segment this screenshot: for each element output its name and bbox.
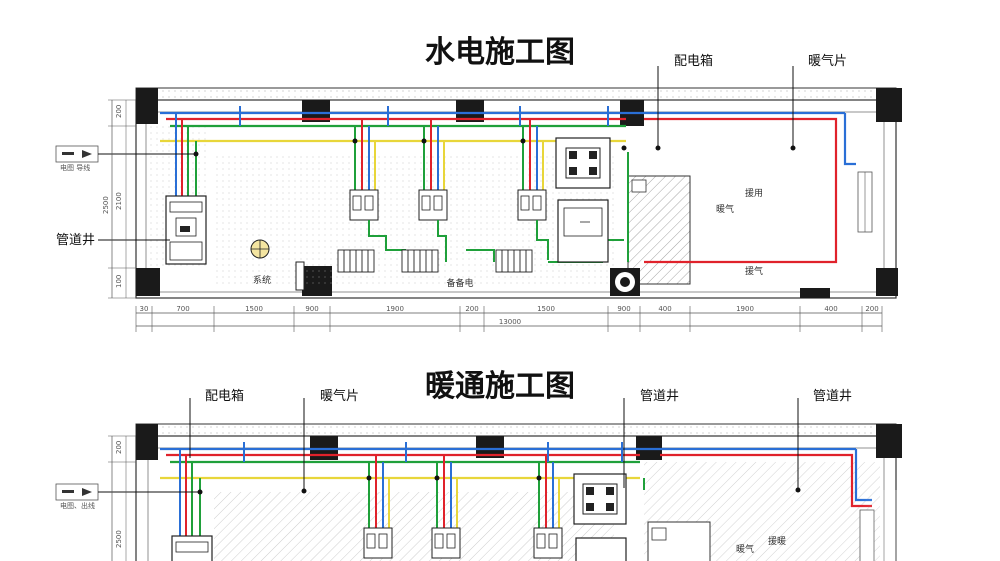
- svg-text:2500: 2500: [115, 530, 123, 548]
- socket-group: [349, 189, 379, 221]
- socket-drops-3: [522, 119, 544, 190]
- socket-drops-1: [354, 119, 376, 190]
- dimension-label: 400: [824, 305, 837, 313]
- pipe-shaft-room: [627, 175, 691, 285]
- top-plan: 水电施工图: [55, 35, 902, 332]
- socket-drops-2: [423, 119, 445, 190]
- heating-loop-red: [644, 117, 838, 264]
- dimension-label: 1900: [386, 305, 404, 313]
- svg-text:管道井: 管道井: [56, 233, 95, 248]
- dimension-label: 1900: [736, 305, 754, 313]
- radiator: [337, 249, 375, 273]
- room-label-heating-2: 援气: [745, 265, 763, 277]
- callout-pipe-shaft-2: 管道井: [797, 389, 852, 490]
- top-column: [302, 100, 330, 122]
- room-label-backup: 备备电: [446, 277, 473, 289]
- legend-box: 电图、出线: [55, 483, 200, 510]
- top-wall-band: [135, 87, 897, 101]
- dimension-label: 400: [658, 305, 671, 313]
- edge-fade: [860, 490, 1000, 561]
- svg-text:2500: 2500: [102, 196, 110, 214]
- socket-drops-2: [436, 455, 458, 528]
- dimension-label: 1500: [537, 305, 555, 313]
- pipe-green: [536, 220, 549, 260]
- svg-text:电图 导线: 电图 导线: [60, 163, 90, 172]
- socket-group: [363, 527, 393, 559]
- room-label-heating-1: 暖气: [716, 203, 734, 215]
- svg-text:暖气片: 暖气片: [808, 53, 847, 69]
- dimension-label: 1500: [245, 305, 263, 313]
- svg-text:200: 200: [115, 105, 123, 118]
- pipe-green: [368, 220, 406, 251]
- dimension-left: 200 2500 2100 100: [102, 99, 136, 299]
- socket-drops-3: [538, 455, 560, 528]
- bottom-plan: 暖通施工图: [55, 369, 1000, 561]
- callout-radiator: 暖气片: [303, 388, 359, 491]
- callout-pipe-shaft: 管道井: [56, 233, 170, 248]
- dimension-label: 30: [140, 305, 149, 313]
- room-label-heating: 暖气: [736, 543, 754, 555]
- socket-group: [431, 527, 461, 559]
- cabinet: [557, 199, 609, 263]
- light-fixture: [250, 239, 270, 259]
- wire-blue-drop: [843, 113, 856, 166]
- svg-text:暖气片: 暖气片: [320, 388, 359, 404]
- callout-pipe-shaft-1: 管道井: [623, 389, 679, 488]
- svg-text:100: 100: [115, 275, 123, 288]
- top-column: [456, 100, 484, 122]
- dimension-label: 700: [176, 305, 189, 313]
- socket-group: [533, 527, 563, 559]
- svg-text:管道井: 管道井: [813, 389, 852, 404]
- bottom-column: [876, 424, 902, 458]
- top-column: [136, 268, 160, 296]
- bottom-column: [476, 436, 504, 458]
- pipe-green: [437, 220, 447, 262]
- callout-distribution-box: 配电箱: [189, 388, 244, 458]
- socket-drops-1: [368, 455, 390, 528]
- pipe-riser: [295, 261, 305, 291]
- exhaust-fan: [610, 268, 640, 296]
- distribution-box: [171, 535, 213, 561]
- svg-text:电图、出线: 电图、出线: [60, 501, 95, 510]
- pipe-green: [466, 249, 495, 262]
- top-column: [876, 88, 902, 122]
- room-label-spare: 援用: [745, 187, 763, 199]
- room-label-spare: 援暖: [768, 535, 786, 547]
- radiator: [495, 249, 533, 273]
- top-column: [136, 88, 158, 124]
- top-title: 水电施工图: [425, 35, 575, 70]
- bottom-wall-band: [135, 423, 897, 437]
- dimension-label: 200: [465, 305, 478, 313]
- dimension-left: 200 2500: [108, 435, 136, 561]
- dimension-label: 900: [305, 305, 318, 313]
- radiator: [401, 249, 439, 273]
- room-label-system: 系统: [253, 274, 271, 286]
- callout-distribution-box: 配电箱: [657, 53, 713, 148]
- svg-text:管道井: 管道井: [640, 389, 679, 404]
- bottom-title: 暖通施工图: [425, 369, 575, 404]
- air-handler-unit: [573, 473, 627, 525]
- cabinet: [575, 537, 627, 561]
- bottom-column: [136, 424, 158, 460]
- dimension-label: 200: [865, 305, 878, 313]
- dimension-label: 900: [617, 305, 630, 313]
- distribution-box: [165, 195, 207, 265]
- svg-text:13000: 13000: [499, 318, 521, 326]
- svg-text:2100: 2100: [115, 192, 123, 210]
- air-handler-unit: [555, 137, 611, 189]
- socket-group: [517, 189, 547, 221]
- shaft-vent: [631, 179, 647, 193]
- shaft-vent: [651, 527, 667, 541]
- svg-text:配电箱: 配电箱: [674, 53, 713, 69]
- callout-radiator: 暖气片: [792, 53, 847, 148]
- svg-text:配电箱: 配电箱: [205, 388, 244, 404]
- top-column: [876, 268, 898, 296]
- legend-box: 电图 导线: [55, 145, 196, 172]
- svg-text:200: 200: [115, 441, 123, 454]
- top-column: [800, 288, 830, 298]
- socket-group: [418, 189, 448, 221]
